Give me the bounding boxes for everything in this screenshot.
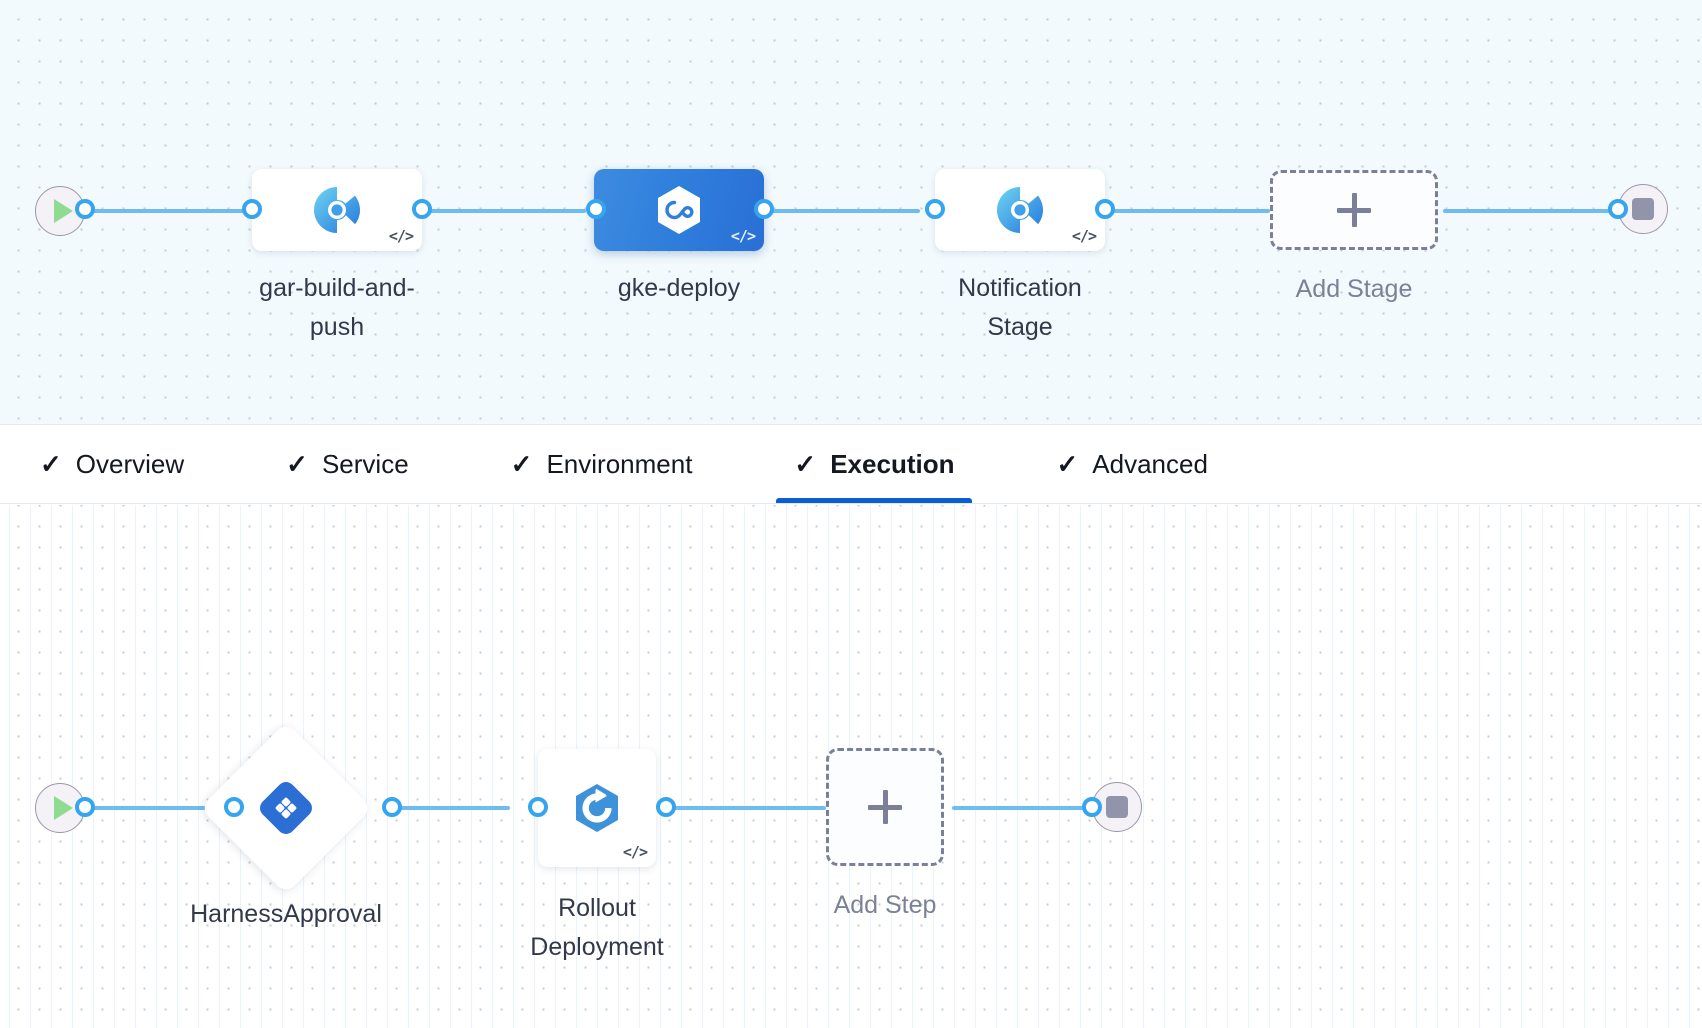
tab-service[interactable]: ✓ Service [268, 425, 427, 503]
execution-canvas[interactable]: HarnessApproval </> Rollout Deployment [0, 505, 1702, 1028]
kubernetes-rollout-icon [569, 780, 625, 836]
port-start-out[interactable] [75, 199, 95, 219]
stage-card[interactable]: </> [252, 169, 422, 251]
add-step-node[interactable]: Add Step [826, 748, 944, 919]
stage-canvas[interactable]: </> gar-build-and-push </> gke-deploy [0, 0, 1702, 424]
tab-label: Execution [830, 448, 955, 479]
edge-add-to-exec-end [952, 806, 1092, 810]
port-stage-3-out[interactable] [1095, 199, 1115, 219]
edge-step-2-to-add [660, 806, 826, 810]
approval-step-card[interactable] [199, 721, 373, 895]
port-end-in[interactable] [1608, 199, 1628, 219]
stop-icon [1632, 198, 1654, 220]
tab-environment[interactable]: ✓ Environment [493, 425, 711, 503]
harness-ci-build-icon [311, 184, 363, 236]
port-stage-3-in[interactable] [925, 199, 945, 219]
code-badge-icon: </> [388, 227, 414, 245]
edge-start-to-stage-1 [84, 209, 252, 213]
code-badge-icon: </> [730, 227, 756, 245]
stage-node-notification-stage[interactable]: </> Notification Stage [935, 169, 1105, 341]
tab-label: Overview [75, 448, 185, 479]
port-exec-start-out[interactable] [75, 797, 95, 817]
port-step-1-out[interactable] [382, 797, 402, 817]
stage-card-selected[interactable]: </> [594, 169, 764, 251]
stage-label: gke-deploy [617, 274, 741, 302]
add-step-label: Add Step [833, 891, 937, 919]
step-node-rollout-deployment[interactable]: </> Rollout Deployment [530, 749, 664, 961]
tab-label: Service [321, 448, 409, 479]
add-step-button[interactable] [826, 748, 944, 866]
port-stage-2-in[interactable] [586, 199, 606, 219]
code-badge-icon: </> [622, 843, 648, 861]
port-stage-1-out[interactable] [412, 199, 432, 219]
edge-add-to-end [1443, 209, 1618, 213]
tab-label: Advanced [1092, 448, 1208, 479]
edge-exec-start-to-step-1 [84, 806, 234, 810]
edge-stage-1-to-stage-2 [418, 209, 586, 213]
harness-approval-icon [260, 782, 312, 834]
port-exec-end-in[interactable] [1082, 797, 1102, 817]
stage-node-gke-deploy[interactable]: </> gke-deploy [594, 169, 764, 302]
harness-ci-build-icon [994, 184, 1046, 236]
tab-overview[interactable]: ✓ Overview [22, 425, 202, 503]
add-stage-node[interactable]: Add Stage [1270, 170, 1438, 303]
stop-icon [1106, 796, 1128, 818]
edge-step-1-to-step-2 [388, 806, 510, 810]
edge-stage-3-to-add [1100, 209, 1270, 213]
stage-label: gar-build-and-push [259, 274, 415, 341]
step-label: HarnessApproval [190, 900, 382, 928]
step-node-harnessapproval[interactable]: HarnessApproval [190, 721, 382, 928]
stage-label: Notification Stage [958, 274, 1082, 341]
check-icon: ✓ [1056, 449, 1079, 479]
plus-icon [1337, 193, 1371, 227]
add-stage-button[interactable] [1270, 170, 1438, 250]
stage-card[interactable]: </> [935, 169, 1105, 251]
tab-label: Environment [546, 448, 693, 479]
play-icon [54, 796, 73, 820]
check-icon: ✓ [794, 449, 817, 479]
tab-advanced[interactable]: ✓ Advanced [1038, 425, 1225, 503]
stage-config-tabs: ✓ Overview ✓ Service ✓ Environment ✓ Exe… [0, 424, 1702, 504]
tab-execution[interactable]: ✓ Execution [776, 425, 973, 503]
port-stage-2-out[interactable] [754, 199, 774, 219]
port-stage-1-in[interactable] [242, 199, 262, 219]
edge-stage-2-to-stage-3 [760, 209, 920, 213]
check-icon: ✓ [286, 449, 308, 479]
code-badge-icon: </> [1071, 227, 1097, 245]
check-icon: ✓ [510, 449, 533, 479]
port-step-2-in[interactable] [528, 797, 548, 817]
step-card[interactable]: </> [538, 749, 656, 867]
port-step-1-in[interactable] [224, 797, 244, 817]
play-icon [54, 199, 73, 223]
plus-icon [868, 790, 902, 824]
check-icon: ✓ [40, 449, 62, 479]
stage-node-gar-build-and-push[interactable]: </> gar-build-and-push [252, 169, 422, 341]
port-step-2-out[interactable] [656, 797, 676, 817]
add-stage-label: Add Stage [1295, 275, 1413, 303]
step-label: Rollout Deployment [530, 894, 664, 961]
harness-cd-deploy-icon [654, 184, 704, 236]
